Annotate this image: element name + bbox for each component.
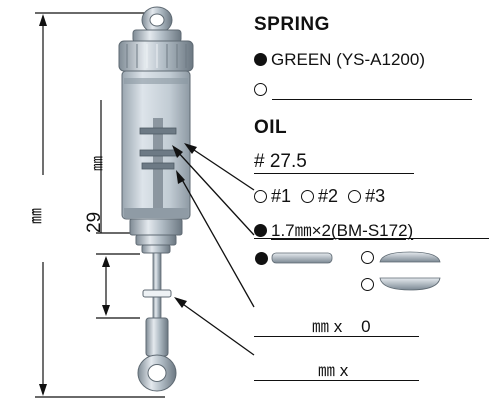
piston-spec-line [254, 238, 489, 239]
empty-radio-icon [254, 83, 267, 96]
spring-option-blank[interactable] [254, 80, 271, 100]
oil-hole-options[interactable]: #1 #2 #3 [254, 186, 385, 207]
measure-row-2: ㎜ x [318, 361, 349, 380]
filled-radio-icon [254, 224, 267, 237]
spring-heading: SPRING [254, 14, 330, 35]
shock-absorber [118, 6, 194, 392]
rod-end [137, 317, 177, 392]
shock-cylinder [121, 70, 191, 220]
piston-tapered-radio-1[interactable] [361, 251, 374, 264]
inner-length-label: ㎜ [89, 155, 106, 171]
piston-flat-radio[interactable] [255, 252, 268, 265]
oil-weight: # 27.5 [254, 151, 307, 172]
empty-radio-icon [254, 190, 267, 203]
measure-line-2 [254, 380, 419, 381]
leader-arrows [172, 143, 255, 356]
body-length-dimension [96, 100, 132, 234]
total-length-dimension [35, 12, 165, 398]
piston-flat-icon [271, 252, 333, 264]
piston-tapered-icon-2 [379, 277, 441, 291]
oil-weight-line [254, 173, 414, 174]
piston-rod [152, 252, 162, 319]
empty-radio-icon [301, 190, 315, 203]
stroke-value-label: 29 [84, 211, 105, 233]
measure-line-1 [254, 336, 419, 337]
rod-spacer [142, 289, 172, 298]
oil-heading: OIL [254, 117, 288, 138]
lower-collar [129, 218, 183, 254]
piston-tapered-icon-1 [379, 251, 441, 263]
piston-spec[interactable]: 1.7㎜×2(BM-S172) [254, 216, 413, 241]
total-length-label: ㎜ [28, 207, 45, 224]
upper-spring-collar [118, 40, 194, 72]
measure-row-1: ㎜ x 0 [312, 317, 371, 336]
stroke-dimension [96, 253, 140, 319]
spring-option-green[interactable]: GREEN (YS-A1200) [254, 50, 425, 70]
piston-tapered-radio-2[interactable] [361, 278, 374, 291]
filled-radio-icon [254, 53, 267, 66]
spring-blank-line [272, 99, 472, 100]
top-eyelet [141, 6, 173, 34]
empty-radio-icon [348, 190, 362, 203]
